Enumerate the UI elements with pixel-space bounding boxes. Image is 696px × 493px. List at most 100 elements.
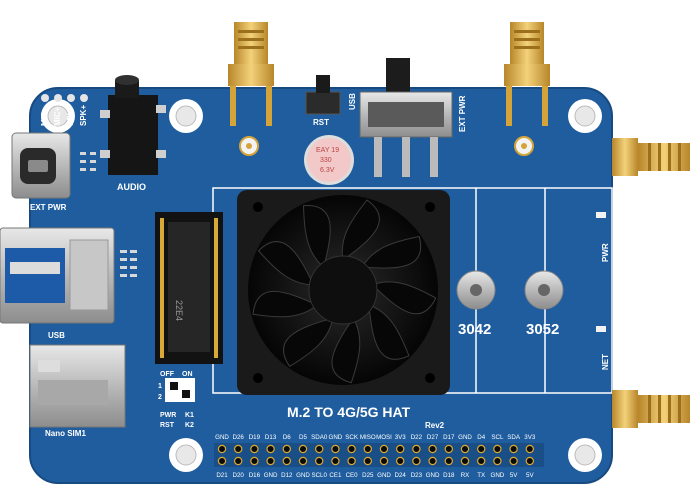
m2-pins-left (160, 218, 218, 358)
gpio-top-label: D6 (283, 434, 291, 441)
gpio-top-label: SDA (507, 434, 521, 441)
gpio-bottom-label: CE0 (346, 472, 359, 479)
usb-a-port[interactable] (0, 227, 115, 324)
gpio-top-label: 3V3 (524, 434, 536, 441)
pwr-led-label: PWR (601, 243, 610, 262)
gpio-top-label: D26 (233, 434, 245, 441)
gpio-pin (525, 456, 535, 466)
gpio-pin (477, 444, 486, 454)
gpio-pin (477, 456, 486, 466)
sma-antenna-top-right[interactable] (504, 22, 550, 126)
gpio-pin (444, 456, 453, 466)
gpio-top-label: 3V3 (395, 434, 407, 441)
mic-minus-label: MIC- (40, 108, 49, 126)
m2-slot-marking: 22E4 (174, 300, 184, 321)
gpio-pin (266, 444, 275, 454)
gpio-pin (444, 444, 453, 454)
gpio-bottom-label: D25 (362, 472, 374, 479)
dip-k1-label: K1 (185, 412, 194, 419)
gpio-top-label: SCK (345, 434, 359, 441)
m2-slot[interactable]: 22E4 (155, 212, 223, 364)
gpio-bottom-label: D12 (281, 472, 293, 479)
gpio-pin (315, 456, 324, 466)
ext-pwr-switch-label: EXT PWR (458, 95, 467, 132)
dip-switch[interactable] (165, 378, 195, 402)
label-3042: 3042 (458, 321, 491, 338)
dip-rst-label: RST (160, 422, 175, 429)
gpio-bottom-label: GND (377, 472, 391, 479)
gpio-pin (493, 456, 502, 466)
gpio-pin (428, 456, 437, 466)
gpio-pin (250, 444, 259, 454)
capacitor-marking-3: 6.3V (320, 167, 335, 174)
gpio-top-label: MISO (360, 434, 376, 441)
sma-antenna-top-left[interactable] (228, 22, 274, 126)
gpio-bottom-label: GND (264, 472, 278, 479)
rst-button[interactable] (305, 75, 341, 115)
mic-plus-label: MIC+ (53, 106, 62, 126)
left-passives (80, 152, 137, 277)
sma-antenna-side-top[interactable] (612, 138, 690, 176)
spk-minus-label: SPK- (66, 107, 75, 126)
gpio-pin (233, 456, 243, 466)
gpio-pin (331, 456, 340, 466)
gpio-pin (363, 444, 372, 454)
gpio-pin (266, 456, 275, 466)
nano-sim-label: Nano SIM1 (45, 429, 86, 438)
gpio-pin (298, 456, 308, 466)
capacitor-marking-2: 330 (320, 157, 332, 164)
gpio-bottom-label: D16 (249, 472, 261, 479)
dip-k2-label: K2 (185, 422, 194, 429)
gpio-pin (298, 444, 308, 454)
gpio-top-label: SDA0 (311, 434, 328, 441)
gpio-bottom-label: TX (477, 472, 485, 479)
gpio-pin (331, 444, 340, 454)
gpio-pin (217, 456, 227, 466)
fan-blade (257, 240, 315, 286)
usb-c-port[interactable] (11, 132, 71, 199)
gpio-top-label: GND (329, 434, 343, 441)
dip-2-label: 2 (158, 394, 162, 401)
gpio-header (214, 443, 544, 467)
usb-extpwr-slide-switch[interactable] (359, 58, 453, 177)
gpio-bottom-label: D20 (233, 472, 245, 479)
gpio-top-label: SCL (491, 434, 504, 441)
ext-pwr-port-label: EXT PWR (30, 203, 67, 212)
gpio-pin (428, 444, 437, 454)
audio-jack[interactable] (100, 75, 166, 175)
spk-plus-label: SPK+ (79, 105, 88, 126)
gpio-bottom-label: D18 (443, 472, 455, 479)
board-title: M.2 TO 4G/5G HAT (287, 404, 411, 420)
dip-on-label: ON (182, 371, 193, 378)
gpio-top-label: D19 (249, 434, 261, 441)
gpio-top-label: GND (458, 434, 472, 441)
mounting-holes (41, 99, 602, 472)
sma-antenna-side-bottom[interactable] (612, 390, 690, 428)
dip-off-label: OFF (160, 371, 175, 378)
gpio-bottom-label: 5V (526, 472, 534, 479)
gpio-pin (315, 444, 324, 454)
gpio-top-label: MOSI (376, 434, 392, 441)
sim-slot[interactable] (29, 344, 126, 428)
net-led (596, 326, 606, 332)
fan-blade (371, 281, 437, 315)
ufl-connectors (239, 136, 534, 156)
gpio-bottom-label: GND (426, 472, 440, 479)
audio-label: AUDIO (117, 182, 146, 192)
gpio-top-label: D27 (427, 434, 439, 441)
fan-blade (283, 317, 334, 368)
gpio-pin (525, 444, 535, 454)
gpio-pin (412, 444, 421, 454)
fan-blade (252, 291, 318, 318)
gpio-pin (379, 444, 389, 454)
gpio-pin (347, 444, 356, 454)
gpio-bottom-label: SCL0 (311, 472, 327, 479)
cooling-fan (237, 190, 450, 395)
gpio-pin (509, 444, 518, 454)
gpio-bottom-label: D21 (216, 472, 228, 479)
board-revision: Rev2 (425, 421, 445, 430)
fan-blade (368, 304, 410, 360)
gpio-pin (233, 444, 243, 454)
usb-switch-label: USB (348, 93, 357, 110)
